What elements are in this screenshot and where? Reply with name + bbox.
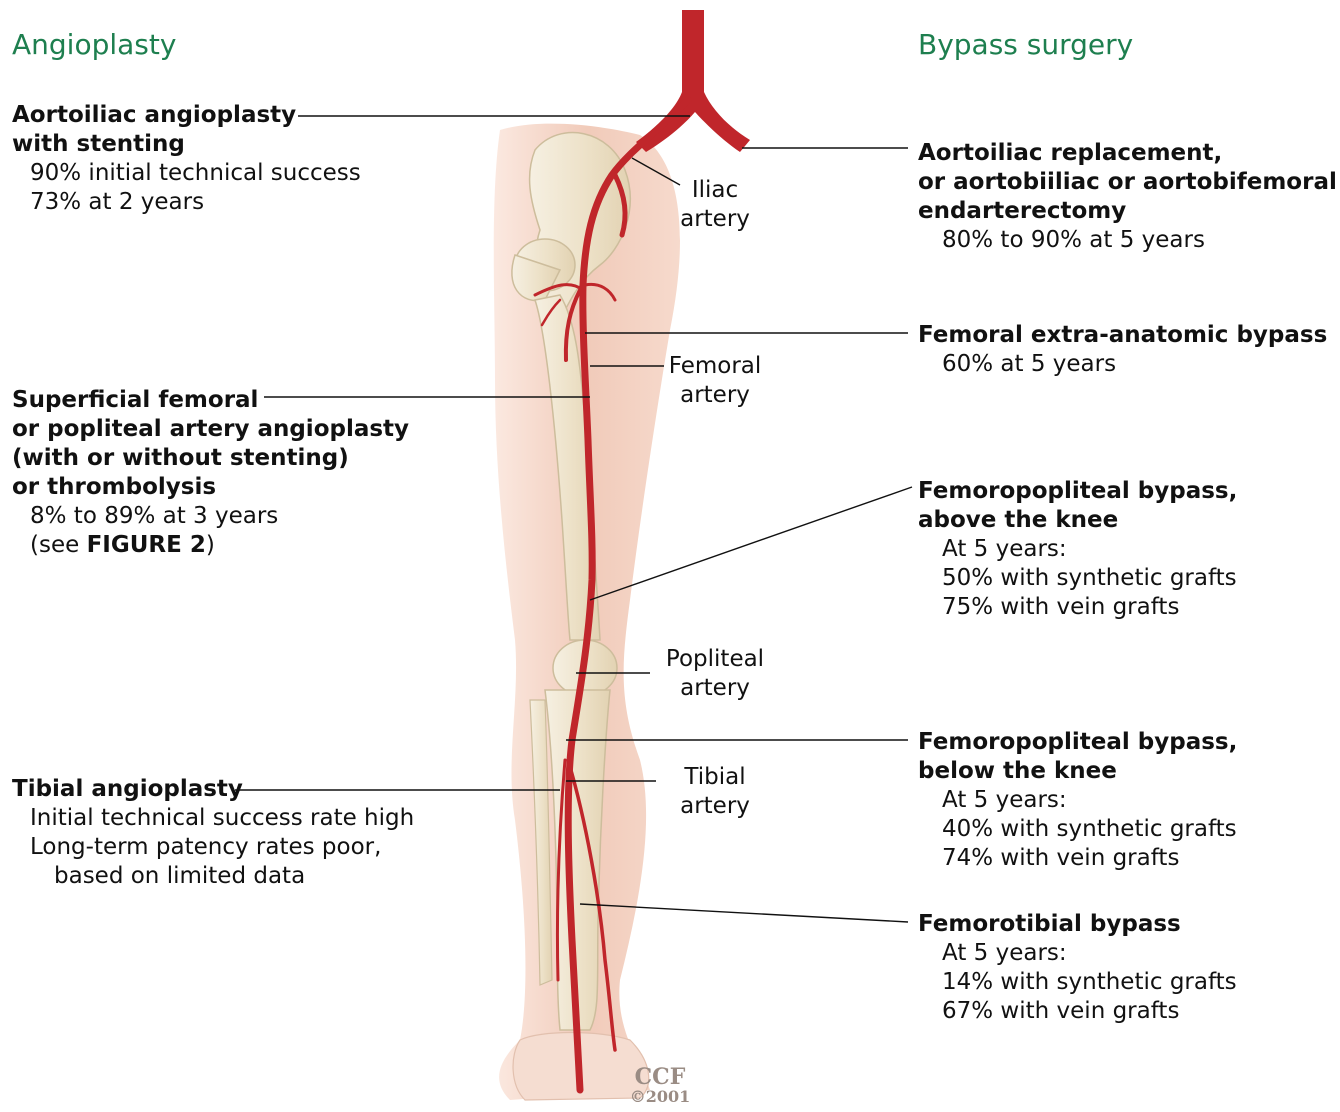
fem-above-line-3: 75% with vein grafts <box>918 593 1237 622</box>
femoral-angioplasty-block: Superficial femoral or popliteal artery … <box>12 386 409 560</box>
copyright-mark: CCF ©2001 <box>610 1066 710 1106</box>
fem-below-line-1: At 5 years: <box>918 786 1237 815</box>
tibial-angioplasty-line-1: Initial technical success rate high <box>12 804 414 833</box>
tibial-label-line-2: artery <box>655 792 775 821</box>
aortoiliac-angioplasty-block: Aortoiliac angioplasty with stenting 90%… <box>12 101 361 217</box>
tibial-label-line-1: Tibial <box>655 763 775 792</box>
femoral-artery-label: Femoral artery <box>655 352 775 410</box>
iliac-artery-label: Iliac artery <box>655 176 775 234</box>
see-suffix: ) <box>206 532 215 558</box>
iliac-label-line-1: Iliac <box>655 176 775 205</box>
fem-below-line-2: 40% with synthetic grafts <box>918 815 1237 844</box>
femoral-angioplasty-rate: 8% to 89% at 3 years <box>12 502 409 531</box>
femorotibial-block: Femorotibial bypass At 5 years: 14% with… <box>918 910 1237 1026</box>
popliteal-artery-label: Popliteal artery <box>655 645 775 703</box>
copyright-ccf: CCF <box>610 1066 710 1088</box>
extra-anatomic-rate: 60% at 5 years <box>918 350 1327 379</box>
tibial-angioplasty-block: Tibial angioplasty Initial technical suc… <box>12 775 414 891</box>
bypass-surgery-heading: Bypass surgery <box>918 28 1133 61</box>
aortoiliac-replacement-rate: 80% to 90% at 5 years <box>918 226 1337 255</box>
femoral-label-line-2: artery <box>655 381 775 410</box>
fem-below-title-1: Femoropopliteal bypass, <box>918 728 1237 757</box>
copyright-year: ©2001 <box>610 1088 710 1106</box>
aortoiliac-angioplasty-title-2: with stenting <box>12 130 361 159</box>
extra-anatomic-block: Femoral extra-anatomic bypass 60% at 5 y… <box>918 321 1327 379</box>
aortoiliac-replacement-title-2: or aortobiiliac or aortobifemoral <box>918 168 1337 197</box>
femorotibial-line-1: At 5 years: <box>918 939 1237 968</box>
fem-above-title-2: above the knee <box>918 506 1237 535</box>
aortoiliac-replacement-title-1: Aortoiliac replacement, <box>918 139 1337 168</box>
aortoiliac-angioplasty-success: 90% initial technical success <box>12 159 361 188</box>
iliac-label-line-2: artery <box>655 205 775 234</box>
femoral-angioplasty-title-4: or thrombolysis <box>12 473 409 502</box>
aortoiliac-angioplasty-title: Aortoiliac angioplasty <box>12 101 361 130</box>
femorotibial-line-3: 67% with vein grafts <box>918 997 1237 1026</box>
see-prefix: (see <box>30 532 87 558</box>
fem-above-line-1: At 5 years: <box>918 535 1237 564</box>
femorotibial-title: Femorotibial bypass <box>918 910 1237 939</box>
fem-below-knee-block: Femoropopliteal bypass, below the knee A… <box>918 728 1237 873</box>
femoral-angioplasty-title-3: (with or without stenting) <box>12 444 409 473</box>
fem-below-title-2: below the knee <box>918 757 1237 786</box>
popliteal-label-line-1: Popliteal <box>655 645 775 674</box>
fem-below-line-3: 74% with vein grafts <box>918 844 1237 873</box>
femoral-angioplasty-title-1: Superficial femoral <box>12 386 409 415</box>
tibial-angioplasty-title: Tibial angioplasty <box>12 775 414 804</box>
fem-above-line-2: 50% with synthetic grafts <box>918 564 1237 593</box>
aortoiliac-replacement-block: Aortoiliac replacement, or aortobiiliac … <box>918 139 1337 255</box>
figure-2-ref: FIGURE 2 <box>87 532 206 558</box>
femoral-angioplasty-see: (see FIGURE 2) <box>12 531 409 560</box>
tibial-angioplasty-line-2: Long-term patency rates poor, <box>12 833 414 862</box>
femorotibial-line-2: 14% with synthetic grafts <box>918 968 1237 997</box>
angioplasty-heading: Angioplasty <box>12 28 176 61</box>
aortoiliac-angioplasty-2yr: 73% at 2 years <box>12 188 361 217</box>
femoral-label-line-1: Femoral <box>655 352 775 381</box>
tibial-angioplasty-line-3: based on limited data <box>12 862 414 891</box>
femoral-angioplasty-title-2: or popliteal artery angioplasty <box>12 415 409 444</box>
fem-above-knee-block: Femoropopliteal bypass, above the knee A… <box>918 477 1237 622</box>
aortoiliac-replacement-title-3: endarterectomy <box>918 197 1337 226</box>
tibial-artery-label: Tibial artery <box>655 763 775 821</box>
popliteal-label-line-2: artery <box>655 674 775 703</box>
fem-above-title-1: Femoropopliteal bypass, <box>918 477 1237 506</box>
extra-anatomic-title: Femoral extra-anatomic bypass <box>918 321 1327 350</box>
